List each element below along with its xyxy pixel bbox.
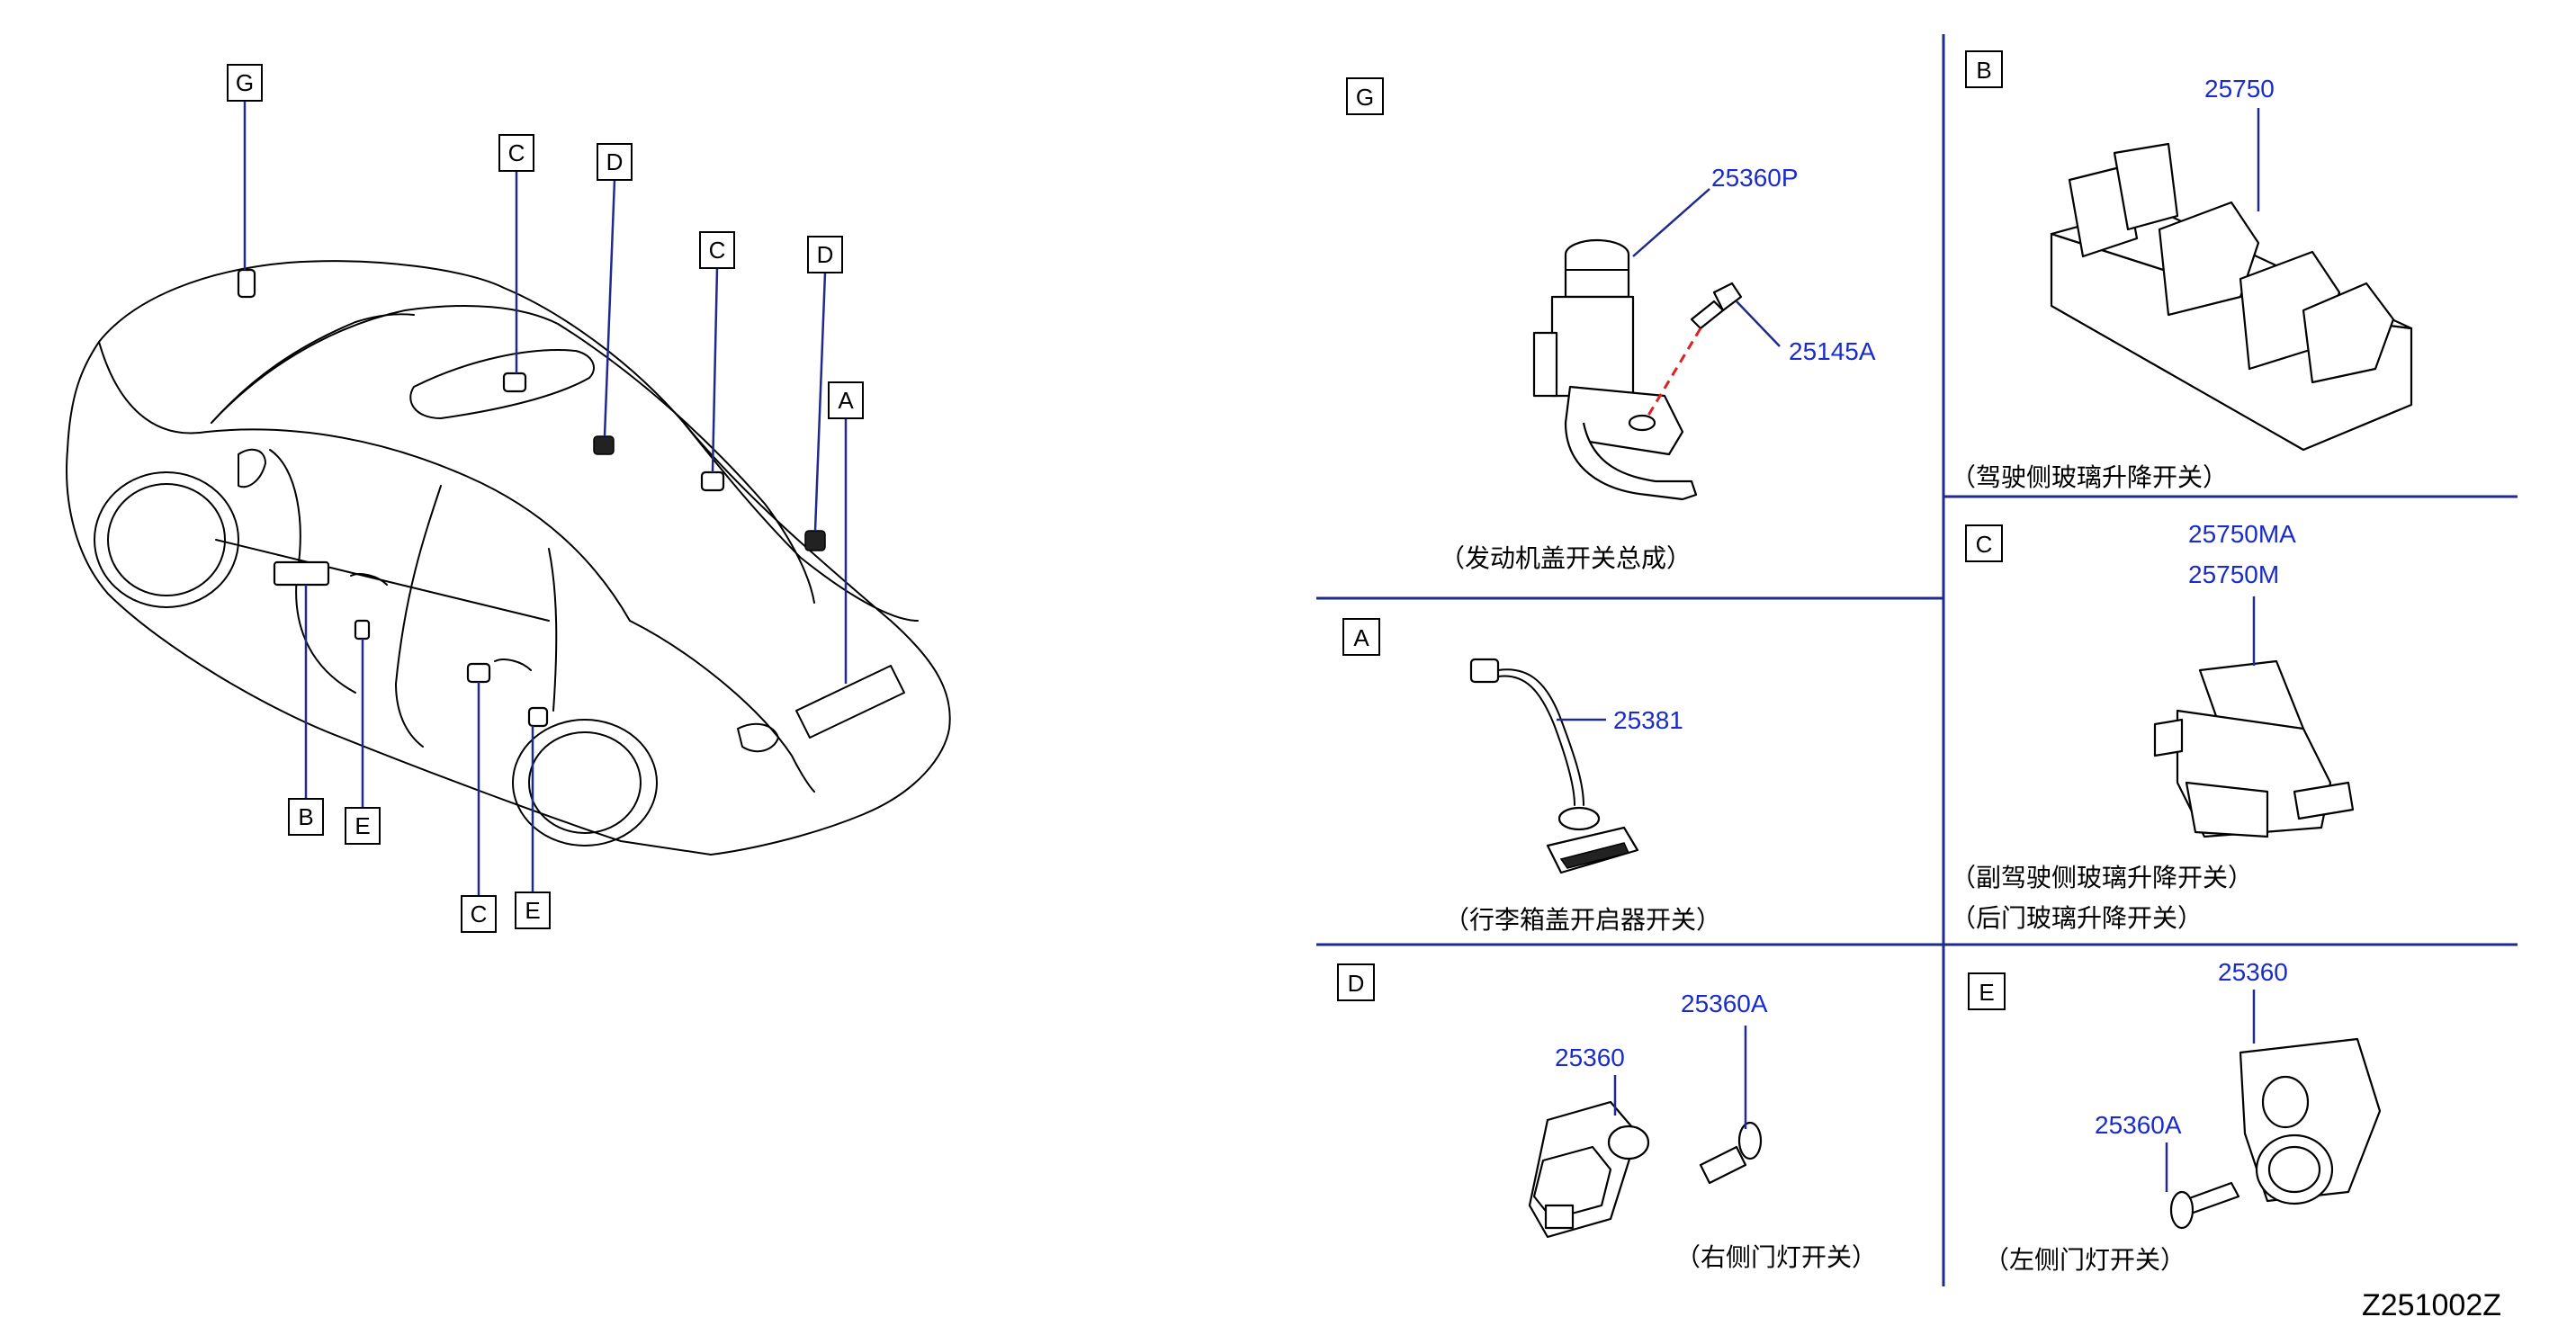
left-door-lamp-bolt [2169, 1181, 2240, 1230]
svg-text:C: C [508, 139, 525, 166]
svg-text:B: B [1976, 57, 1991, 84]
left-door-lamp-switch [2239, 1037, 2382, 1205]
callout-a: A [828, 381, 864, 419]
svg-text:E: E [1979, 979, 1994, 1006]
svg-text:D: D [817, 241, 834, 268]
panel-d: D 25360 25360A （右侧门灯开关） [1337, 963, 1877, 1272]
caption-right-door-lamp-switch: （右侧门灯开关） [1675, 1242, 1877, 1272]
part-number-25360-d: 25360 [1555, 1044, 1625, 1071]
callout-c-2: C [699, 231, 735, 269]
part-number-25381: 25381 [1613, 706, 1683, 734]
svg-text:A: A [838, 387, 854, 414]
callout-d-2: D [807, 236, 843, 273]
caption-left-door-lamp-switch: （左侧门灯开关） [1984, 1245, 2186, 1275]
caption-driver-window-switch: （驾驶侧玻璃升降开关） [1951, 462, 2228, 492]
svg-text:C: C [709, 237, 726, 264]
svg-text:C: C [471, 900, 488, 927]
part-number-25750M: 25750M [2188, 560, 2279, 588]
panel-g: G 25360P 25145A （发动机盖开关总成） [1346, 77, 1876, 573]
callout-g: G [227, 64, 263, 102]
hood-switch-assembly [1532, 238, 1698, 501]
callout-e-2: E [515, 891, 551, 929]
diagram-code: Z251002Z [2362, 1288, 2501, 1322]
hood-bolt [1690, 282, 1743, 330]
driver-window-switch [2050, 142, 2413, 452]
passenger-window-switch [2153, 659, 2355, 838]
callout-e-1: E [345, 807, 381, 845]
svg-text:G: G [236, 69, 254, 96]
svg-text:G: G [1356, 84, 1374, 111]
bolt-install-line [1645, 327, 1702, 419]
caption-trunk-opener-switch: （行李箱盖开启器开关） [1444, 905, 1721, 935]
part-number-25145A: 25145A [1789, 337, 1876, 365]
panel-a: A 25381 （行李箱盖开启器开关） [1342, 618, 1721, 935]
callout-b: B [288, 798, 324, 836]
part-number-25360A-e: 25360A [2095, 1111, 2182, 1139]
svg-text:D: D [606, 148, 624, 175]
panel-e: E 25360 25360A （左侧门灯开关） [1968, 958, 2382, 1275]
car-illustration [66, 260, 951, 856]
callout-d-1: D [597, 143, 633, 181]
panel-c: C 25750MA 25750M （副驾驶侧玻璃升降开关） （后门玻璃升降开关） [1951, 520, 2355, 933]
part-number-25360P: 25360P [1711, 164, 1799, 192]
part-number-25750MA: 25750MA [2188, 520, 2296, 548]
callout-c-3: C [461, 895, 497, 933]
caption-rear-door-window-switch: （后门玻璃升降开关） [1951, 903, 2203, 933]
svg-text:C: C [1976, 531, 1993, 558]
svg-text:E: E [355, 812, 370, 839]
trunk-opener-switch [1469, 658, 1639, 874]
svg-text:A: A [1353, 624, 1369, 651]
panel-b: B 25750 （驾驶侧玻璃升降开关） [1951, 50, 2413, 492]
caption-passenger-window-switch: （副驾驶侧玻璃升降开关） [1951, 863, 2253, 892]
panel-dividers [1316, 34, 2518, 1286]
svg-text:B: B [298, 803, 313, 830]
part-number-25360-e: 25360 [2218, 958, 2288, 986]
right-door-lamp-switch [1528, 1100, 1650, 1239]
svg-text:E: E [525, 897, 540, 924]
car-leader-lines [243, 101, 848, 896]
part-number-25750: 25750 [2204, 75, 2275, 103]
caption-hood-switch: （发动机盖开关总成） [1440, 543, 1692, 573]
part-number-25360A-d: 25360A [1681, 990, 1768, 1017]
right-door-lamp-bolt [1699, 1121, 1763, 1185]
svg-text:D: D [1348, 970, 1365, 997]
callout-c-1: C [498, 134, 534, 172]
